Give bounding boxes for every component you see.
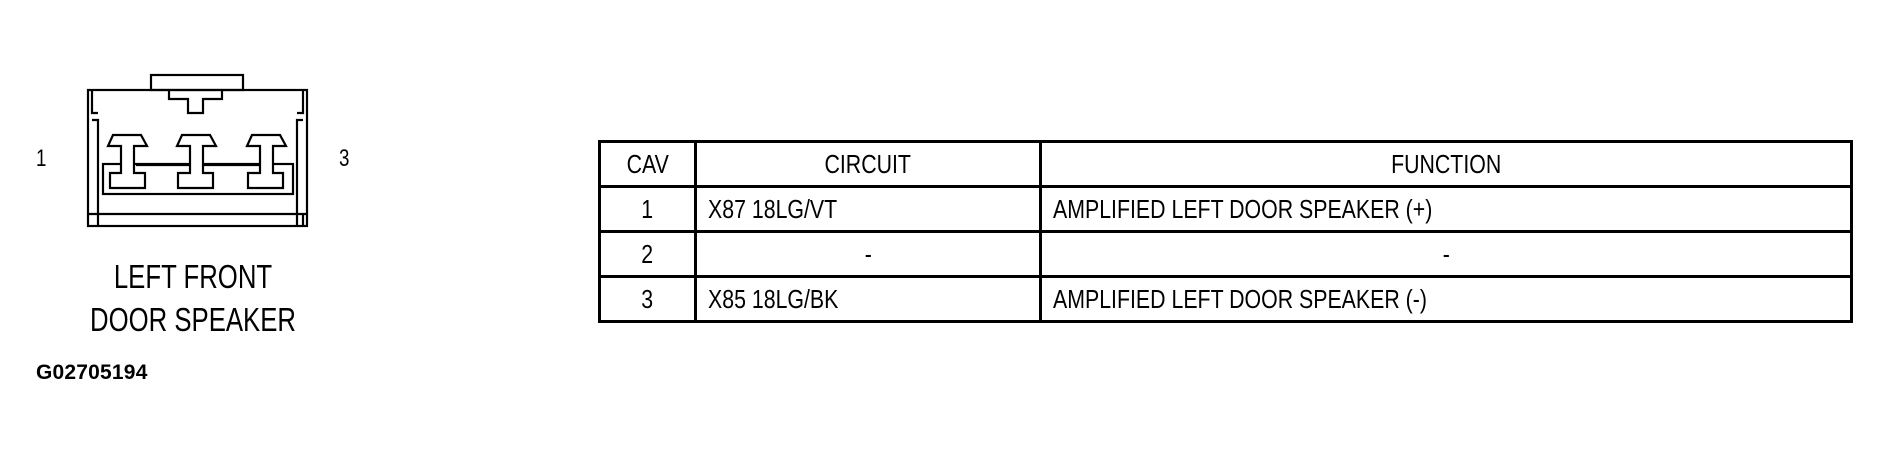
cell-circuit: - <box>694 230 1042 278</box>
header-circuit-label: CIRCUIT <box>824 148 912 179</box>
function-value: - <box>1442 238 1450 269</box>
cell-cav: 3 <box>598 275 697 323</box>
table-row: 1 X87 18LG/VT AMPLIFIED LEFT DOOR SPEAKE… <box>598 185 1853 233</box>
cav-value: 2 <box>641 238 654 269</box>
cell-cav: 2 <box>598 230 697 278</box>
function-value: AMPLIFIED LEFT DOOR SPEAKER (+) <box>1053 193 1433 224</box>
header-cav: CAV <box>598 140 697 188</box>
table-row: 3 X85 18LG/BK AMPLIFIED LEFT DOOR SPEAKE… <box>598 275 1853 323</box>
cell-function: AMPLIFIED LEFT DOOR SPEAKER (+) <box>1039 185 1853 233</box>
pinout-table: CAV CIRCUIT FUNCTION 1 X87 18LG/VT AMPLI… <box>598 140 1853 323</box>
pin-1-label: 1 <box>36 145 47 172</box>
terminal-1-icon <box>106 133 149 190</box>
cav-value: 1 <box>641 193 654 224</box>
connector-name-line-1: LEFT FRONT <box>113 258 273 295</box>
connector-latch <box>167 90 224 115</box>
cell-function: AMPLIFIED LEFT DOOR SPEAKER (-) <box>1039 275 1853 323</box>
function-value: AMPLIFIED LEFT DOOR SPEAKER (-) <box>1053 283 1427 314</box>
terminal-2-icon <box>175 133 218 190</box>
cav-value: 3 <box>641 283 654 314</box>
table-header-row: CAV CIRCUIT FUNCTION <box>598 140 1853 188</box>
header-circuit: CIRCUIT <box>694 140 1042 188</box>
cell-circuit: X87 18LG/VT <box>694 185 1042 233</box>
header-function: FUNCTION <box>1039 140 1853 188</box>
header-function-label: FUNCTION <box>1390 148 1502 179</box>
pin-3-label: 3 <box>339 145 350 172</box>
table-row: 2 - - <box>598 230 1853 278</box>
cell-cav: 1 <box>598 185 697 233</box>
connector-body <box>86 88 309 228</box>
header-cav-label: CAV <box>626 148 669 179</box>
connector-name-line-2: DOOR SPEAKER <box>90 301 296 338</box>
circuit-value: X87 18LG/VT <box>708 193 838 224</box>
terminal-3-icon <box>245 133 288 190</box>
cell-function: - <box>1039 230 1853 278</box>
connector-lock-tab <box>149 73 245 92</box>
cell-circuit: X85 18LG/BK <box>694 275 1042 323</box>
circuit-value: - <box>864 238 872 269</box>
circuit-value: X85 18LG/BK <box>708 283 839 314</box>
figure-code: G02705194 <box>36 361 148 384</box>
connector-face-drawing <box>86 73 309 228</box>
